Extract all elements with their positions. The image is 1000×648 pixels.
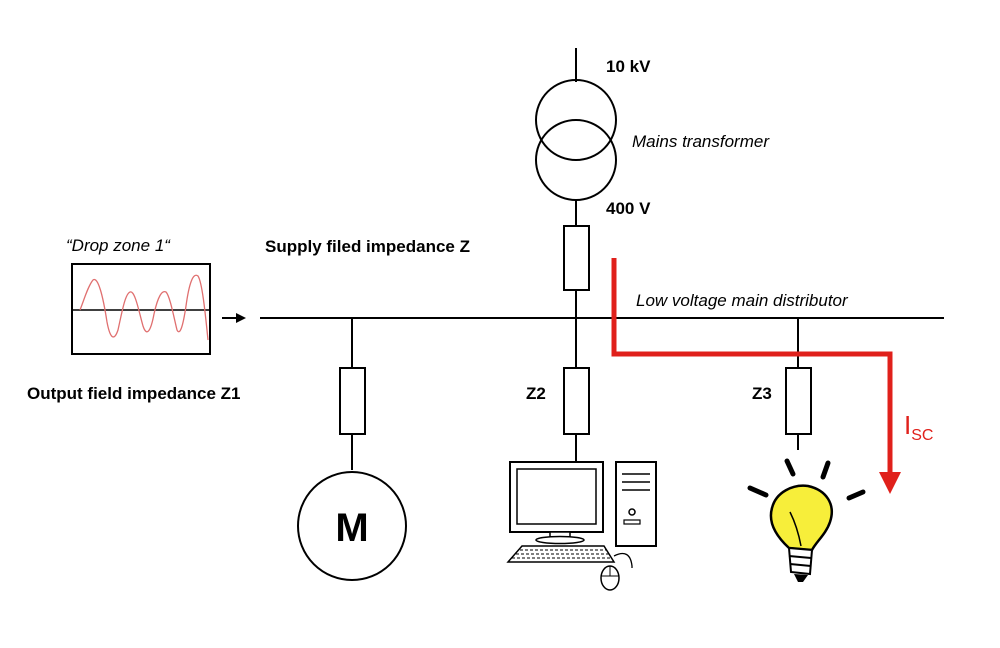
transformer-icon <box>535 79 617 201</box>
z3-label: Z3 <box>752 384 772 403</box>
voltage-waveform <box>79 274 209 341</box>
short-circuit-current-label: ISC <box>904 410 933 444</box>
supply-impedance-resistor <box>563 225 590 291</box>
computer-icon <box>506 461 657 591</box>
motor-label: M <box>335 506 368 550</box>
z1-resistor <box>339 367 366 435</box>
motor-icon: M <box>297 471 407 581</box>
z3-resistor <box>785 367 812 435</box>
z2-label: Z2 <box>526 384 546 403</box>
supply-impedance-label: Supply filed impedance Z <box>265 237 470 256</box>
main-distributor-label: Low voltage main distributor <box>636 291 849 310</box>
lv-voltage-label: 400 V <box>606 199 651 218</box>
arrow-icon <box>222 313 246 323</box>
light-bulb-icon <box>747 458 866 582</box>
transformer-label: Mains transformer <box>632 132 770 151</box>
short-circuit-arrowhead <box>879 472 901 494</box>
oscilloscope-icon <box>71 263 211 355</box>
isc-subscript-text: SC <box>911 427 933 444</box>
drop-zone-label: “Drop zone 1“ <box>66 236 171 255</box>
isc-main-text: I <box>904 410 911 440</box>
output-impedance-label: Output field impedance Z1 <box>27 384 240 403</box>
z2-resistor <box>563 367 590 435</box>
short-circuit-current-path <box>611 258 893 478</box>
hv-voltage-label: 10 kV <box>606 57 651 76</box>
